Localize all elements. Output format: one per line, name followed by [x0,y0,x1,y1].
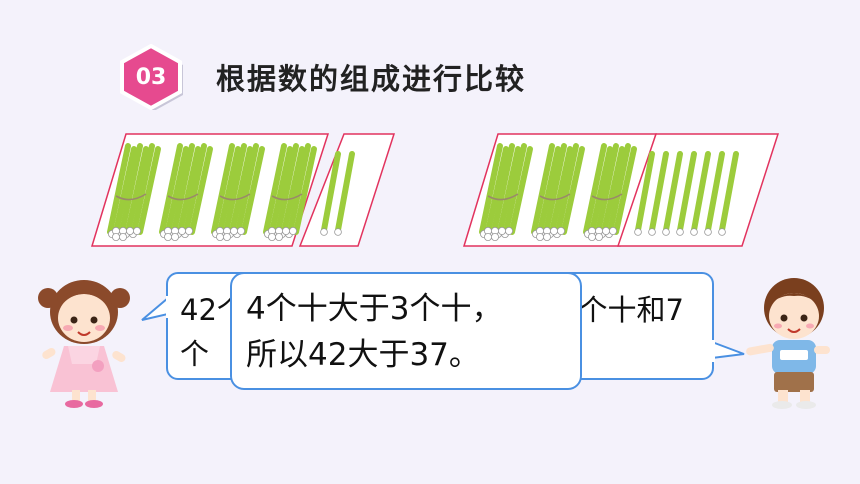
left-tens-panel [90,133,330,247]
ten-stick-bundle [211,143,265,242]
ten-stick-bundle [107,143,161,242]
single-stick [662,151,683,236]
bubble-front-line1: 4个十大于3个十， [246,291,503,327]
single-stick [648,151,669,236]
section-number: 03 [135,64,167,90]
bubble-back-line1-end: 个十和7 [578,293,684,327]
page-title: 根据数的组成进行比较 [216,62,527,96]
bubble-tail-right [710,340,745,362]
single-stick [320,151,341,236]
ten-stick-bundle [583,143,637,242]
right-tens-panel [462,133,658,247]
section-badge [120,44,183,110]
single-stick [690,151,711,236]
single-stick [334,151,355,236]
ten-stick-bundle [479,143,533,242]
single-stick [704,151,725,236]
speech-bubble-front: 4个十大于3个十， 所以42大于37。 [230,272,582,390]
bubble-front-line2: 所以42大于37。 [246,337,480,373]
left-ones-panel [298,133,396,247]
ten-stick-bundle [531,143,585,242]
ten-stick-bundle [159,143,213,242]
single-stick [634,151,655,236]
girl-character [38,280,130,408]
single-stick [718,151,739,236]
bubble-tail-left [141,296,170,321]
single-stick [676,151,697,236]
ten-stick-bundle [263,143,317,242]
right-ones-panel [616,133,780,247]
bubble-back-line2-start: 个 [180,337,210,371]
boy-character [746,278,830,409]
